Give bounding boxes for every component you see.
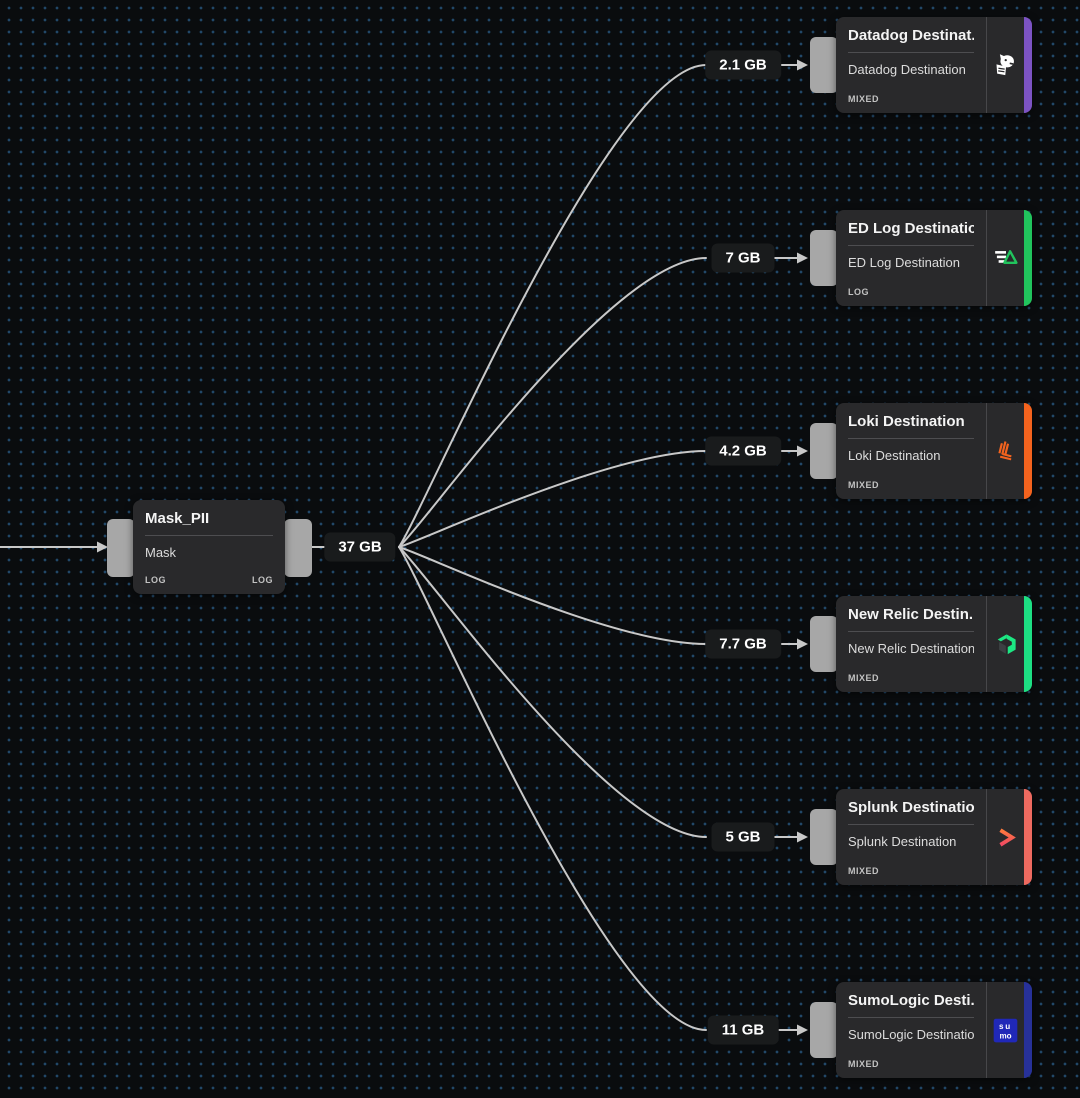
node-title: ED Log Destination: [848, 220, 974, 246]
output-volume-label: 37 GB: [324, 532, 396, 562]
input-port[interactable]: [107, 519, 135, 577]
node-subtitle: SumoLogic Destination: [848, 1027, 974, 1042]
node-subtitle: Mask: [145, 545, 177, 560]
node-subtitle: New Relic Destination: [848, 641, 974, 656]
splunk-icon: [987, 789, 1024, 885]
node-subtitle: Loki Destination: [848, 448, 941, 463]
accent-strip: [1024, 789, 1032, 885]
loki-icon: [987, 403, 1024, 499]
output-port[interactable]: [284, 519, 312, 577]
edge-volume-label: 4.2 GB: [705, 436, 781, 466]
accent-strip: [1024, 596, 1032, 692]
node-title: Loki Destination: [848, 413, 974, 439]
datadog-icon: [987, 17, 1024, 113]
node-splunk-destination[interactable]: Splunk Destination Splunk Destination MI…: [810, 789, 1032, 885]
edge-volume-label: 7 GB: [711, 243, 775, 273]
node-title: New Relic Destin...: [848, 606, 974, 632]
node-title: Datadog Destinat...: [848, 27, 974, 53]
input-type-badge: LOG: [145, 575, 166, 585]
output-type-badge: LOG: [252, 575, 273, 585]
node-type-badge: MIXED: [848, 673, 880, 683]
svg-text:mo: mo: [999, 1031, 1011, 1040]
input-port[interactable]: [810, 1002, 838, 1058]
accent-strip: [1024, 403, 1032, 499]
svg-text:su: su: [999, 1022, 1012, 1031]
edge-volume-label: 5 GB: [711, 822, 775, 852]
node-type-badge: LOG: [848, 287, 869, 297]
node-subtitle: ED Log Destination: [848, 255, 961, 270]
edgedelta-icon: [987, 210, 1024, 306]
accent-strip: [1024, 210, 1032, 306]
node-sumologic-destination[interactable]: SumoLogic Desti... SumoLogic Destination…: [810, 982, 1032, 1078]
sumologic-icon: su mo: [987, 982, 1024, 1078]
edge-volume-label: 2.1 GB: [705, 50, 781, 80]
edge-volume-label: 7.7 GB: [705, 629, 781, 659]
input-port[interactable]: [810, 230, 838, 286]
node-loki-destination[interactable]: Loki Destination Loki Destination MIXED: [810, 403, 1032, 499]
node-subtitle: Splunk Destination: [848, 834, 957, 849]
node-title: SumoLogic Desti...: [848, 992, 974, 1018]
input-port[interactable]: [810, 809, 838, 865]
node-type-badge: MIXED: [848, 94, 880, 104]
edge-volume-label: 11 GB: [707, 1015, 779, 1045]
node-ed-log-destination[interactable]: ED Log Destination ED Log Destination LO…: [810, 210, 1032, 306]
node-type-badge: MIXED: [848, 866, 880, 876]
accent-strip: [1024, 982, 1032, 1078]
node-title: Mask_PII: [145, 510, 273, 536]
node-datadog-destination[interactable]: Datadog Destinat... Datadog Destination …: [810, 17, 1032, 113]
newrelic-icon: [987, 596, 1024, 692]
node-type-badge: MIXED: [848, 480, 880, 490]
node-subtitle: Datadog Destination: [848, 62, 966, 77]
accent-strip: [1024, 17, 1032, 113]
input-port[interactable]: [810, 423, 838, 479]
input-port[interactable]: [810, 37, 838, 93]
node-type-badge: MIXED: [848, 1059, 880, 1069]
node-title: Splunk Destination: [848, 799, 974, 825]
node-card[interactable]: Mask_PII Mask LOG LOG: [133, 500, 285, 594]
input-port[interactable]: [810, 616, 838, 672]
node-new-relic-destination[interactable]: New Relic Destin... New Relic Destinatio…: [810, 596, 1032, 692]
